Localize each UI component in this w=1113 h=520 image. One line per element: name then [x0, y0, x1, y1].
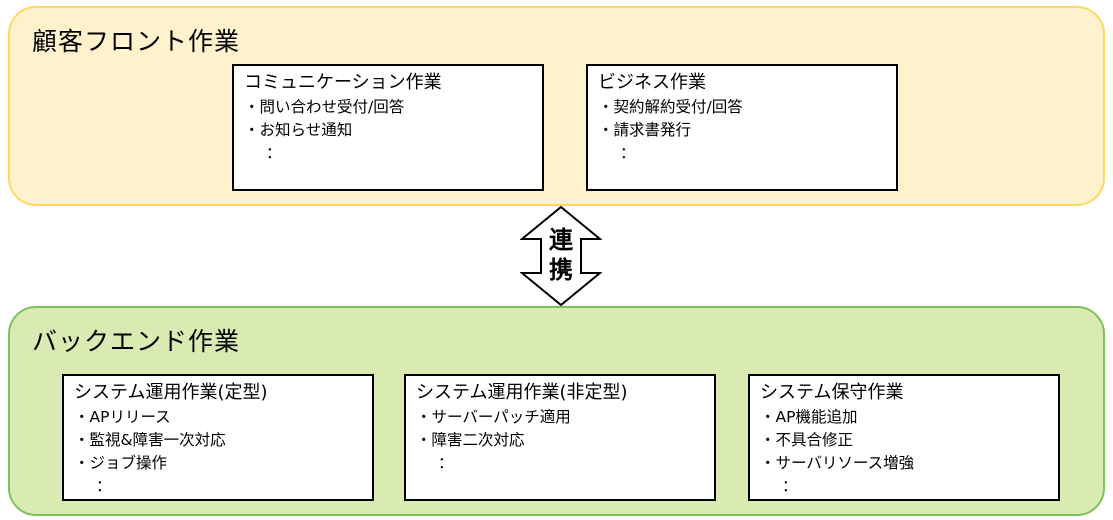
front-work-group: 顧客フロント作業	[8, 6, 1105, 206]
maintenance-box: システム保守作業 ・AP機能追加 ・不具合修正 ・サーバリソース増強 ：	[748, 374, 1060, 501]
list-item: ・請求書発行	[598, 121, 692, 139]
communication-work-title: コミュニケーション作業	[244, 72, 442, 93]
list-item: ・問い合わせ受付/回答	[244, 98, 405, 116]
list-item: ・APリリース	[74, 408, 171, 426]
list-item: ・障害二次対応	[416, 431, 525, 449]
ops-nonroutine-box: システム運用作業(非定型) ・サーバーパッチ適用 ・障害二次対応 ：	[404, 374, 716, 501]
maintenance-title: システム保守作業	[760, 382, 904, 403]
communication-work-list: ・問い合わせ受付/回答 ・お知らせ通知 ：	[244, 96, 532, 165]
list-item: ・サーバリソース増強	[760, 454, 915, 472]
list-item: ・AP機能追加	[760, 408, 858, 426]
list-item: ・契約解約受付/回答	[598, 98, 743, 116]
ops-routine-list: ・APリリース ・監視&障害一次対応 ・ジョブ操作 ：	[74, 406, 362, 498]
business-work-box: ビジネス作業 ・契約解約受付/回答 ・請求書発行 ：	[586, 64, 898, 191]
business-work-list: ・契約解約受付/回答 ・請求書発行 ：	[598, 96, 886, 165]
ops-routine-title: システム運用作業(定型)	[74, 382, 268, 403]
communication-work-box: コミュニケーション作業 ・問い合わせ受付/回答 ・お知らせ通知 ：	[232, 64, 544, 191]
front-work-title: 顧客フロント作業	[32, 27, 241, 56]
list-item: ・不具合修正	[760, 431, 854, 449]
business-work-title: ビジネス作業	[598, 72, 706, 93]
double-arrow-icon	[519, 205, 603, 307]
list-item: ：	[96, 477, 112, 495]
list-item: ：	[620, 144, 636, 162]
link-double-arrow: 連 携	[519, 205, 603, 307]
list-item: ：	[438, 454, 454, 472]
list-item: ・お知らせ通知	[244, 121, 353, 139]
list-item: ：	[782, 477, 798, 495]
ops-routine-box: システム運用作業(定型) ・APリリース ・監視&障害一次対応 ・ジョブ操作 ：	[62, 374, 374, 501]
maintenance-list: ・AP機能追加 ・不具合修正 ・サーバリソース増強 ：	[760, 406, 1048, 498]
list-item: ・監視&障害一次対応	[74, 431, 226, 449]
backend-work-title: バックエンド作業	[32, 327, 241, 356]
ops-nonroutine-title: システム運用作業(非定型)	[416, 382, 628, 403]
link-label-char: 連	[549, 226, 573, 254]
list-item: ：	[266, 144, 282, 162]
link-label-char: 携	[549, 256, 573, 284]
list-item: ・サーバーパッチ適用	[416, 408, 571, 426]
ops-nonroutine-list: ・サーバーパッチ適用 ・障害二次対応 ：	[416, 406, 704, 475]
list-item: ・ジョブ操作	[74, 454, 168, 472]
